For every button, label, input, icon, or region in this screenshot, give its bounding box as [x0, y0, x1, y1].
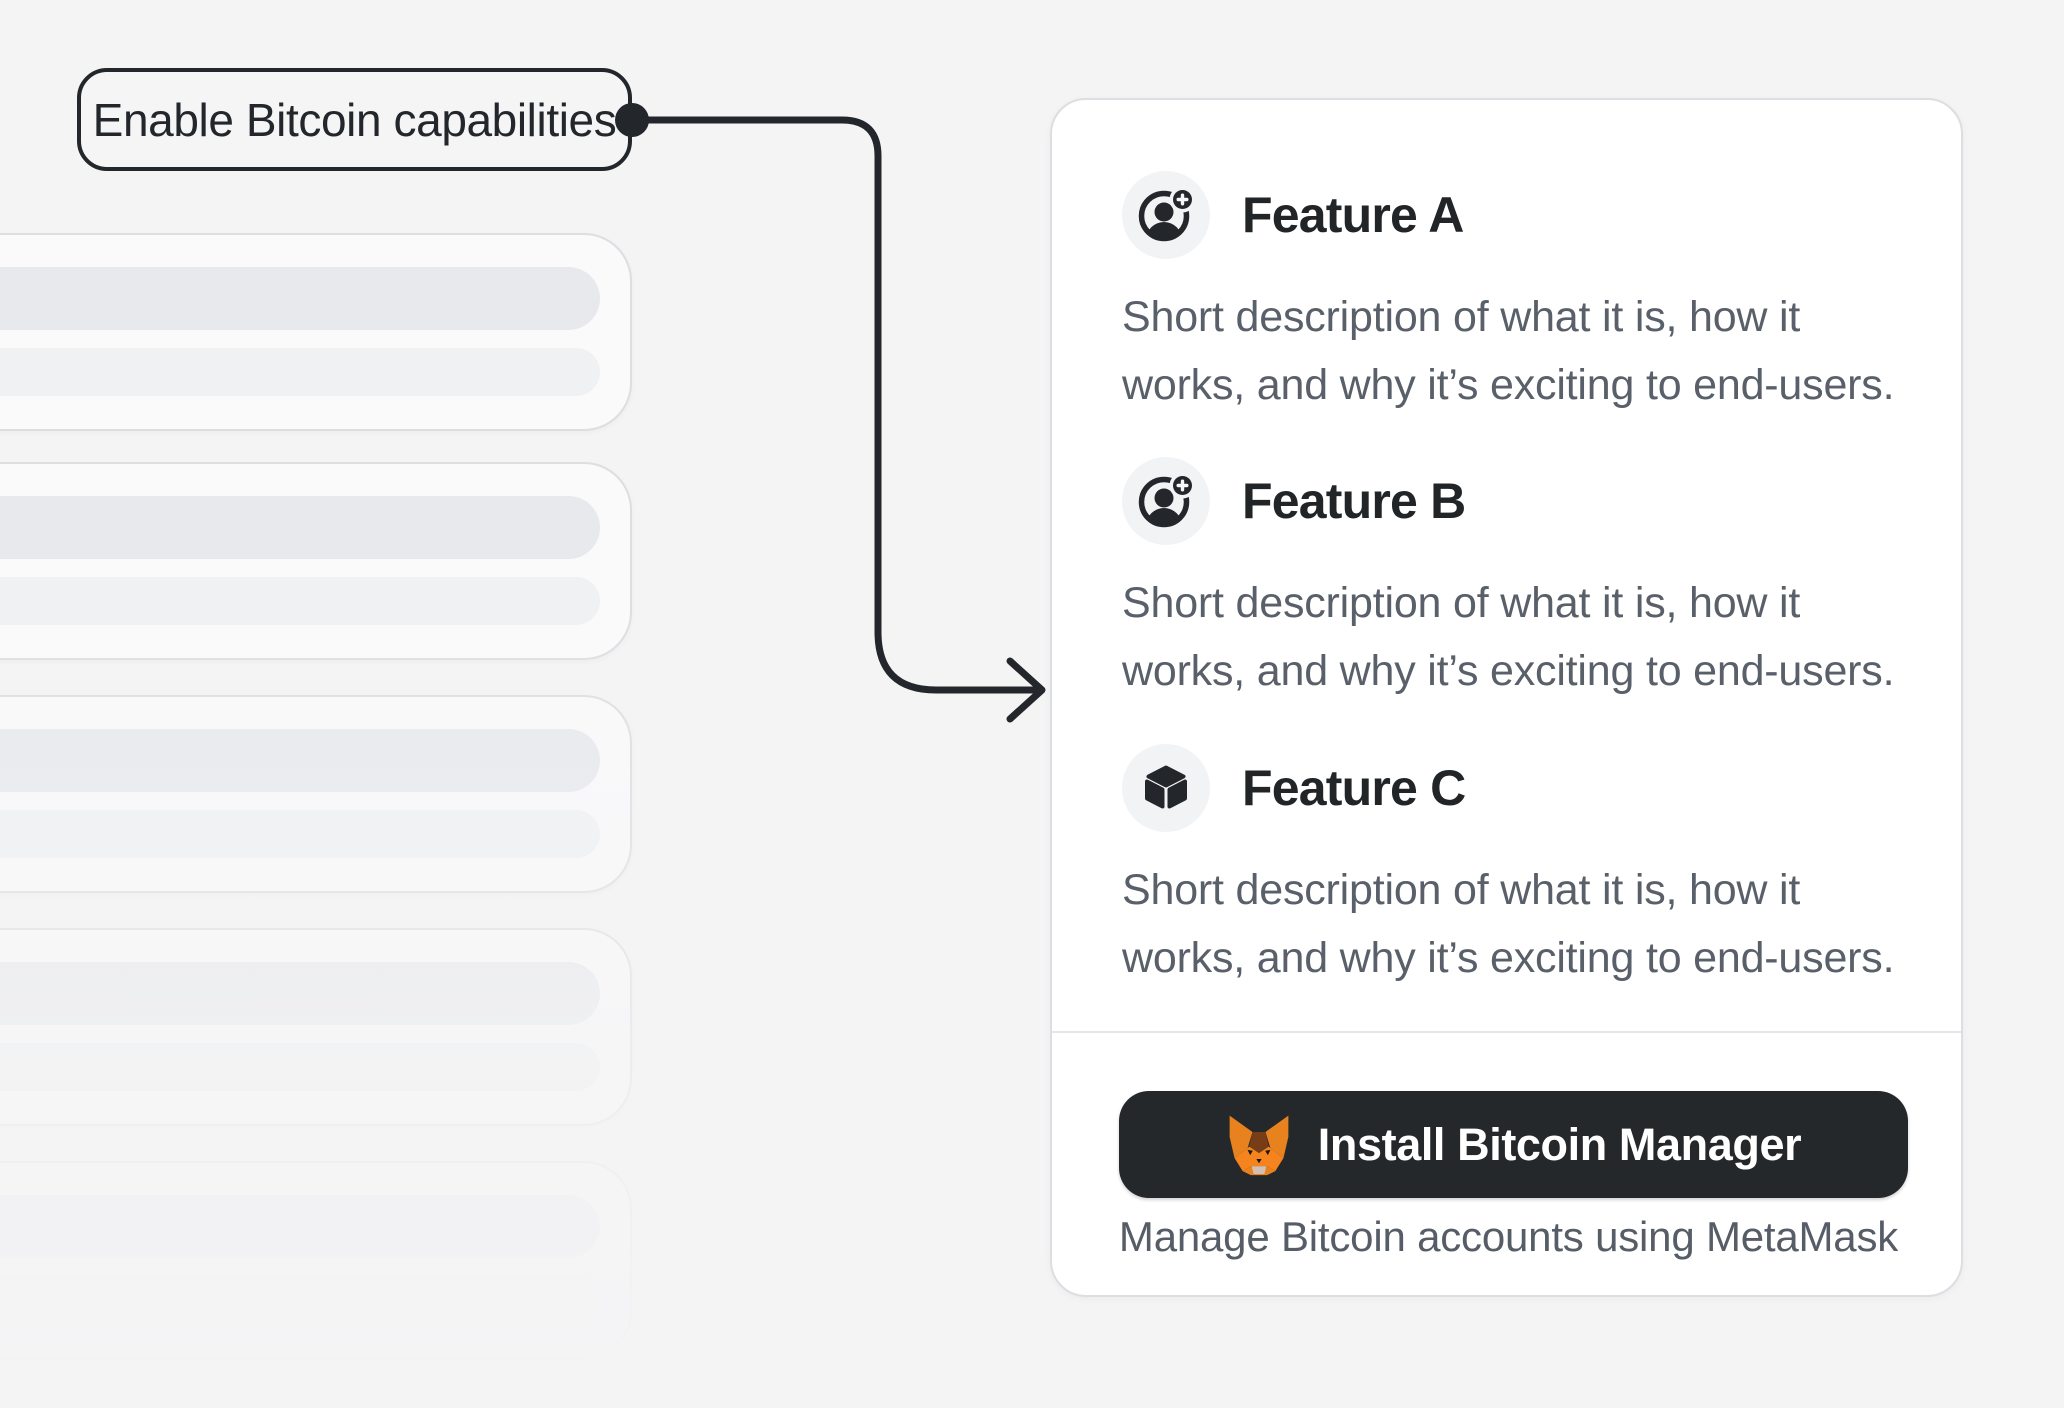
- skeleton-card: [0, 695, 632, 893]
- skeleton-bar: [0, 810, 600, 858]
- divider: [1052, 1031, 1961, 1033]
- feature-card: Feature A Short description of what it i…: [1050, 98, 1963, 1297]
- skeleton-card: [0, 233, 632, 431]
- skeleton-card: [0, 1161, 632, 1359]
- callout-text: Enable Bitcoin capabilities: [92, 93, 617, 146]
- feature-title: Feature A: [1242, 187, 1464, 243]
- skeleton-bar: [0, 267, 600, 330]
- feature-description: Short description of what it is, how it …: [1122, 579, 1895, 695]
- feature-row: Feature A Short description of what it i…: [1122, 171, 1908, 419]
- feature-description: Short description of what it is, how it …: [1122, 866, 1895, 982]
- cube-icon: [1122, 744, 1210, 832]
- arrowhead-icon: [1006, 657, 1046, 723]
- skeleton-card: [0, 928, 632, 1126]
- feature-title: Feature B: [1242, 473, 1466, 529]
- install-bitcoin-manager-button[interactable]: Install Bitcoin Manager: [1119, 1091, 1908, 1198]
- skeleton-bar: [0, 496, 600, 559]
- install-button-label: Install Bitcoin Manager: [1317, 1118, 1802, 1170]
- skeleton-card: [0, 462, 632, 660]
- account-plus-icon: [1122, 171, 1210, 259]
- skeleton-bar: [0, 1195, 600, 1258]
- feature-title: Feature C: [1242, 760, 1466, 816]
- feature-row: Feature B Short description of what it i…: [1122, 457, 1908, 705]
- skeleton-bar: [0, 729, 600, 792]
- feature-description: Short description of what it is, how it …: [1122, 293, 1895, 409]
- install-caption: Manage Bitcoin accounts using MetaMask: [1118, 1213, 1899, 1260]
- account-plus-icon: [1122, 457, 1210, 545]
- metamask-fox-icon: [1226, 1114, 1292, 1176]
- feature-row: Feature C Short description of what it i…: [1122, 744, 1908, 992]
- skeleton-bar: [0, 1276, 600, 1324]
- skeleton-bar: [0, 577, 600, 625]
- skeleton-bar: [0, 348, 600, 396]
- skeleton-bar: [0, 1043, 600, 1091]
- skeleton-bar: [0, 962, 600, 1025]
- callout-label: Enable Bitcoin capabilities: [77, 68, 632, 171]
